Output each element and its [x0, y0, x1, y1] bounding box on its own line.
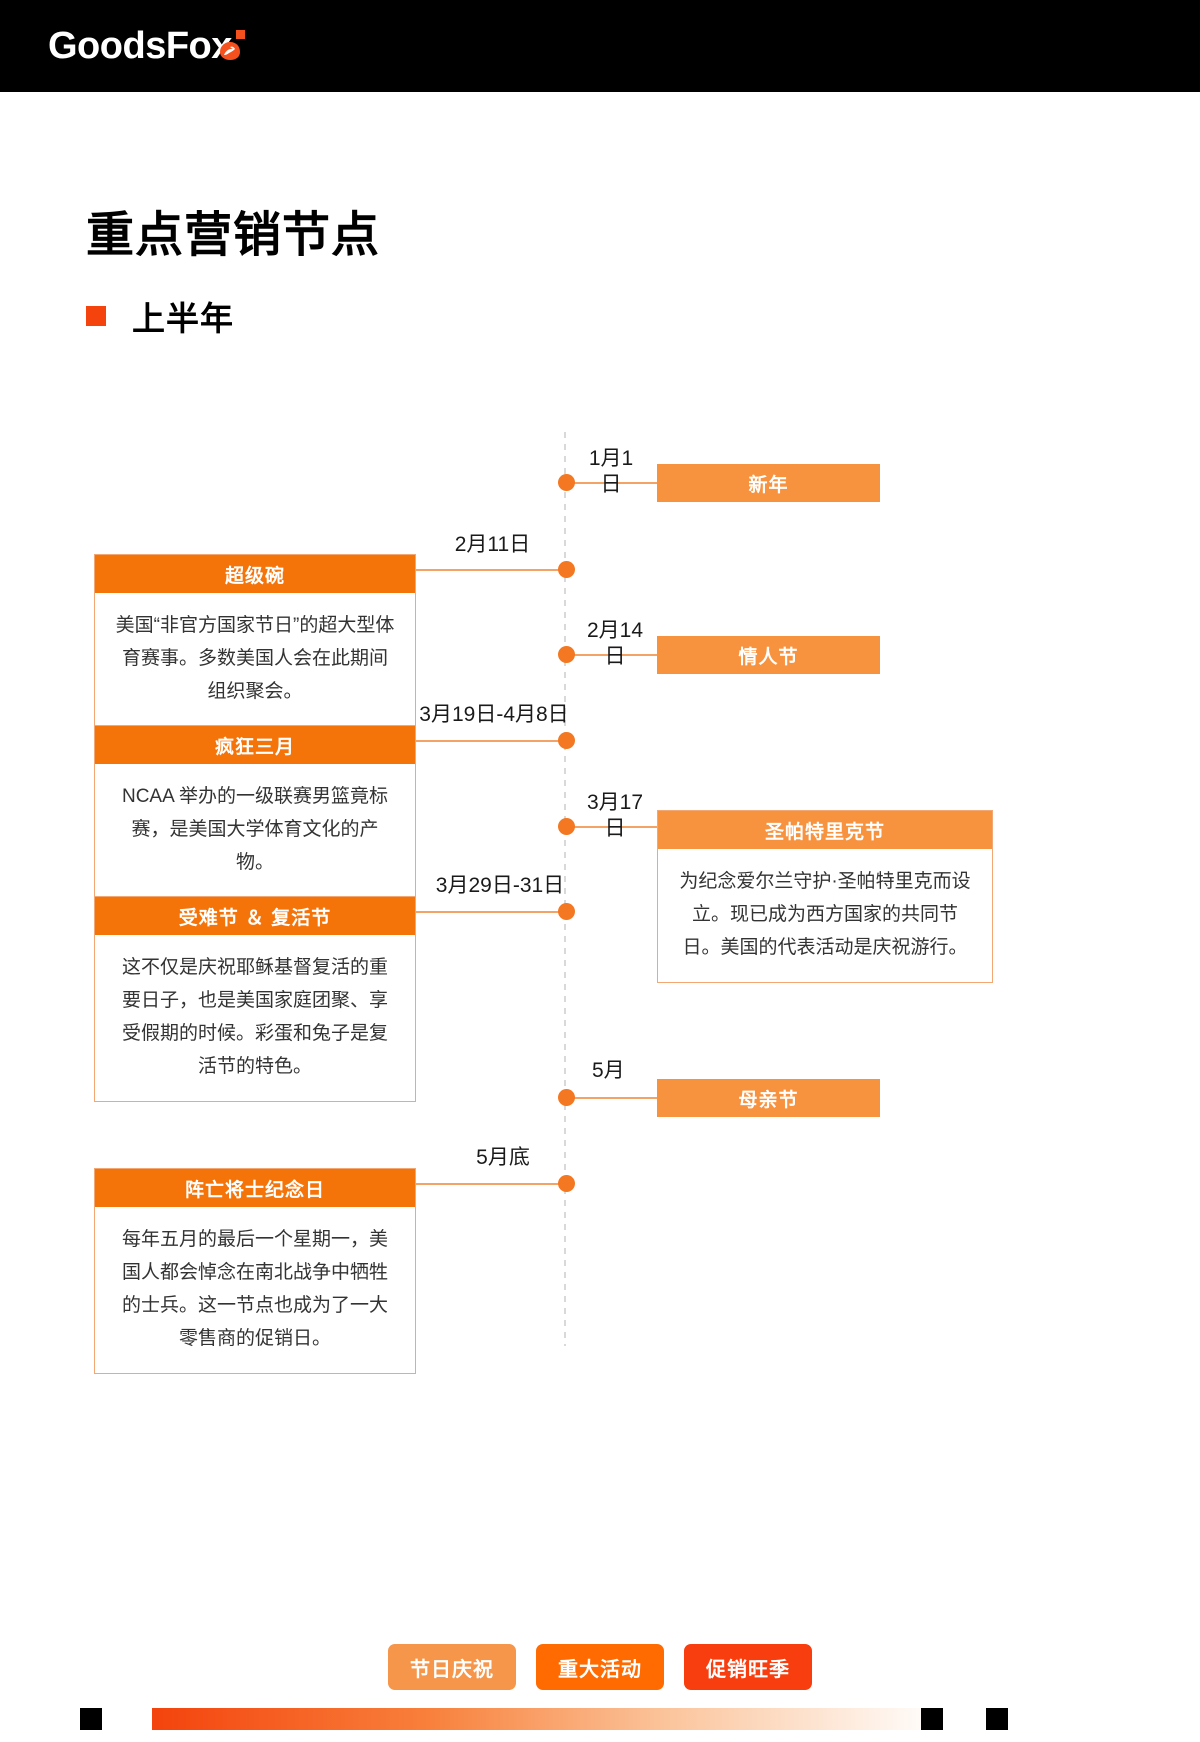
- timeline-dot-new-year[interactable]: [558, 474, 575, 491]
- date-label-march-madness: 3月19日-4月8日: [419, 703, 569, 726]
- event-card-good-friday-easter[interactable]: 受难节 ＆ 复活节 这不仅是庆祝耶稣基督复活的重要日子，也是美国家庭团聚、享受假…: [94, 896, 416, 1102]
- logo-registered-mark: [235, 30, 245, 39]
- legend-item-holiday-celebration[interactable]: 节日庆祝: [388, 1644, 516, 1690]
- event-card-desc-super-bowl: 美国“非官方国家节日”的超大型体育赛事。多数美国人会在此期间组织聚会。: [115, 615, 395, 702]
- date-label-good-friday-easter: 3月29日-31日: [435, 874, 565, 897]
- event-card-title-memorial-day: 阵亡将士纪念日: [95, 1169, 415, 1207]
- date-label-memorial-day: 5月底: [476, 1146, 530, 1169]
- brand-logo[interactable]: GoodsFox: [48, 22, 245, 72]
- date-label-valentines-day: 2月14 日: [586, 619, 644, 668]
- event-bar-valentines-day[interactable]: 情人节: [657, 636, 880, 674]
- footer-gradient-bar: [152, 1708, 942, 1730]
- timeline-dot-mothers-day[interactable]: [558, 1089, 575, 1106]
- footer-square-left: [80, 1708, 102, 1730]
- date-label-new-year: 1月1 日: [588, 447, 634, 496]
- timeline-dot-march-madness[interactable]: [558, 732, 575, 749]
- event-card-st-patricks-day[interactable]: 圣帕特里克节 为纪念爱尔兰守护·圣帕特里克而设立。现已成为西方国家的共同节日。美…: [657, 810, 993, 983]
- subtitle-row: 上半年: [86, 292, 234, 340]
- square-bullet-icon: [86, 306, 106, 326]
- connector-march-madness: [415, 740, 570, 742]
- page-subtitle: 上半年: [132, 300, 234, 337]
- footer-decoration: [0, 1700, 1200, 1742]
- event-card-title-good-friday-easter: 受难节 ＆ 复活节: [95, 897, 415, 935]
- connector-good-friday-easter: [415, 911, 570, 913]
- legend: 节日庆祝 重大活动 促销旺季: [0, 1644, 1200, 1690]
- page-title: 重点营销节点: [86, 209, 381, 262]
- event-card-title-super-bowl: 超级碗: [95, 555, 415, 593]
- event-card-title-st-patricks-day: 圣帕特里克节: [658, 811, 992, 849]
- event-card-desc-good-friday-easter: 这不仅是庆祝耶稣基督复活的重要日子，也是美国家庭团聚、享受假期的时候。彩蛋和兔子…: [121, 957, 388, 1077]
- connector-super-bowl: [415, 569, 570, 571]
- footer-square-mid: [921, 1708, 943, 1730]
- timeline-dot-st-patricks-day[interactable]: [558, 818, 575, 835]
- timeline-dot-super-bowl[interactable]: [558, 561, 575, 578]
- timeline-dot-memorial-day[interactable]: [558, 1175, 575, 1192]
- legend-item-promotion-season[interactable]: 促销旺季: [684, 1644, 812, 1690]
- event-bar-new-year[interactable]: 新年: [657, 464, 880, 502]
- logo-text: GoodsFox: [48, 25, 232, 67]
- event-card-super-bowl[interactable]: 超级碗 美国“非官方国家节日”的超大型体育赛事。多数美国人会在此期间组织聚会。: [94, 554, 416, 727]
- event-card-desc-march-madness: NCAA 举办的一级联赛男篮竟标赛，是美国大学体育文化的产物。: [121, 786, 389, 873]
- event-card-desc-memorial-day: 每年五月的最后一个星期一，美国人都会悼念在南北战争中牺牲的士兵。这一节点也成为了…: [121, 1229, 388, 1349]
- event-card-title-march-madness: 疯狂三月: [95, 726, 415, 764]
- top-bar: GoodsFox: [0, 0, 1200, 92]
- date-label-st-patricks-day: 3月17 日: [586, 791, 644, 840]
- footer-square-right: [986, 1708, 1008, 1730]
- connector-mothers-day: [572, 1097, 662, 1099]
- event-card-march-madness[interactable]: 疯狂三月 NCAA 举办的一级联赛男篮竟标赛，是美国大学体育文化的产物。: [94, 725, 416, 898]
- event-bar-mothers-day[interactable]: 母亲节: [657, 1079, 880, 1117]
- connector-new-year: [572, 482, 730, 484]
- legend-item-major-event[interactable]: 重大活动: [536, 1644, 664, 1690]
- event-card-desc-st-patricks-day: 为纪念爱尔兰守护·圣帕特里克而设立。现已成为西方国家的共同节日。美国的代表活动是…: [679, 871, 971, 958]
- date-label-super-bowl: 2月11日: [454, 533, 531, 556]
- connector-memorial-day: [415, 1183, 570, 1185]
- timeline-dot-valentines-day[interactable]: [558, 646, 575, 663]
- event-card-memorial-day[interactable]: 阵亡将士纪念日 每年五月的最后一个星期一，美国人都会悼念在南北战争中牺牲的士兵。…: [94, 1168, 416, 1374]
- connector-valentines-day: [572, 654, 730, 656]
- timeline-dot-good-friday-easter[interactable]: [558, 903, 575, 920]
- connector-st-patricks-day: [572, 826, 662, 828]
- logo-wordmark: GoodsFox: [48, 22, 240, 70]
- date-label-mothers-day: 5月: [592, 1059, 625, 1082]
- timeline-axis: [564, 432, 566, 1346]
